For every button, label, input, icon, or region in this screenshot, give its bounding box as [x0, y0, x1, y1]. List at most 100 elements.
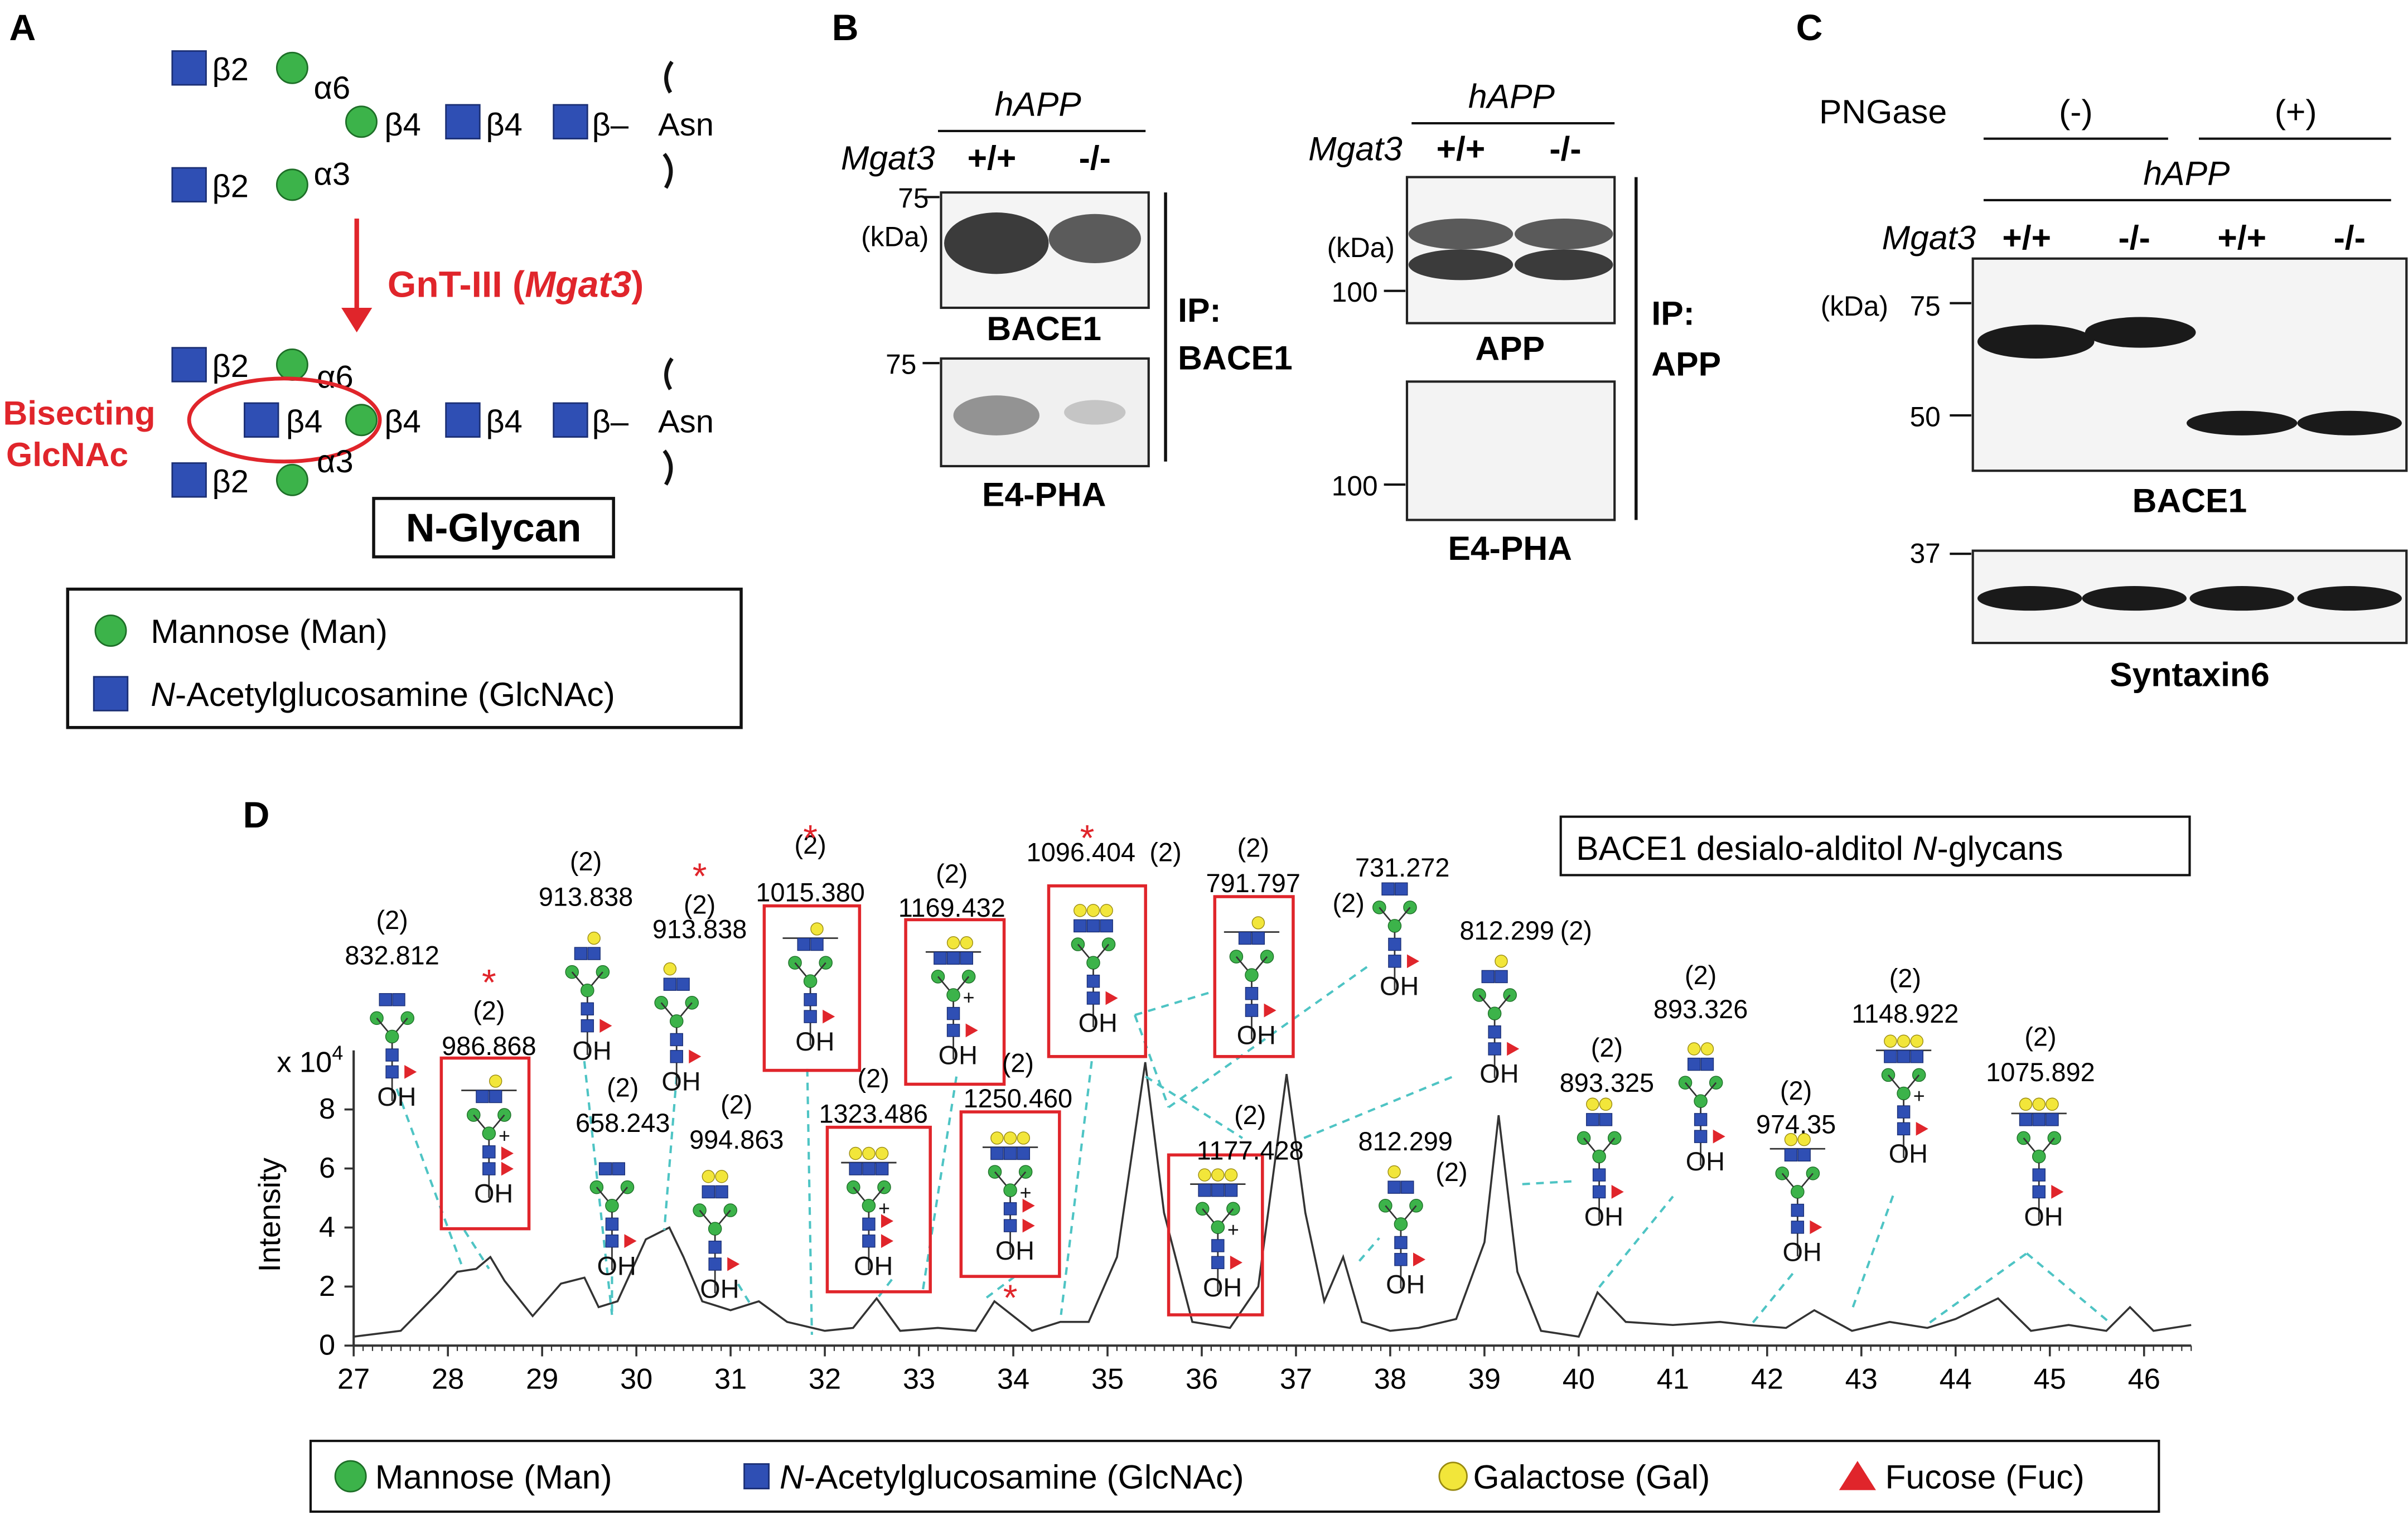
oh-label: OH: [795, 1027, 834, 1056]
band: [2186, 410, 2298, 435]
oh-label: OH: [597, 1251, 636, 1280]
link-label: β4: [384, 107, 421, 143]
charge-label: (2): [376, 906, 408, 935]
glcnac-icon: [804, 993, 817, 1006]
fucose-icon: [1810, 1220, 1822, 1235]
ip-label: APP: [1651, 345, 1721, 383]
charge-label: (2): [1237, 833, 1269, 862]
galactose-icon: [1586, 1097, 1599, 1111]
glcnac-icon: [1495, 970, 1508, 984]
glcnac-square-icon: [171, 347, 207, 383]
fucose-icon: [1022, 1218, 1035, 1233]
fucose-icon: [689, 1049, 702, 1064]
legend-label: Fucose (Fuc): [1885, 1458, 2085, 1496]
oh-label: OH: [572, 1036, 611, 1065]
glcnac-icon: [385, 1065, 399, 1079]
glcnac-icon: [708, 1240, 722, 1254]
mannose-circle-icon: [345, 105, 378, 138]
fucose-icon: [727, 1257, 740, 1271]
mw-marker: 37: [1910, 538, 1941, 569]
charge-label: (2): [1685, 961, 1716, 990]
fucose-icon: [1713, 1129, 1725, 1144]
significance-star: *: [482, 962, 496, 1004]
oh-label: OH: [1079, 1009, 1118, 1038]
glcnac-icon: [1694, 1113, 1708, 1126]
y-axis-label: Intensity: [252, 1158, 287, 1272]
mz-label: 812.299: [1460, 916, 1554, 945]
mannose-icon: [669, 1014, 684, 1028]
mz-label: 893.326: [1653, 995, 1748, 1024]
glcnac-icon: [1074, 919, 1087, 933]
peak-label-7: (2)1015.380*: [756, 817, 864, 907]
blot-label: APP: [1475, 330, 1545, 367]
charge-label: (2): [607, 1073, 639, 1102]
glcnac-icon: [1394, 1253, 1408, 1266]
peak-label-12: (2)791.797: [1206, 833, 1300, 897]
band: [2297, 410, 2402, 435]
charge-label: (2): [936, 859, 968, 888]
glcnac-icon: [1592, 1168, 1606, 1182]
link-label: α3: [313, 156, 350, 192]
band: [2297, 586, 2402, 611]
glcnac-icon: [581, 1019, 594, 1033]
glcnac-icon: [1910, 1050, 1924, 1063]
pngase-plus: (+): [2275, 93, 2317, 130]
galactose-icon: [1198, 1168, 1211, 1182]
glcnac-square-icon: [445, 104, 481, 140]
galactose-icon: [1897, 1034, 1911, 1048]
glcnac-icon: [2032, 1185, 2046, 1199]
fucose-icon: [1264, 1003, 1276, 1018]
x-tick-label: 38: [1374, 1363, 1406, 1395]
oh-label: OH: [1386, 1270, 1425, 1299]
band: [1514, 219, 1613, 250]
chart-title-box: [1559, 815, 2191, 877]
mz-label: 913.838: [652, 914, 747, 943]
glcnac-icon: [1003, 1202, 1017, 1216]
mannose-icon: [1394, 1217, 1408, 1231]
glcnac-icon: [2032, 1168, 2046, 1182]
charge-label: (2): [1889, 964, 1921, 993]
glcnac-icon: [1586, 1113, 1599, 1126]
glcnac-icon: [946, 1024, 960, 1037]
link-label: β4: [486, 107, 523, 143]
legend-label: N-Acetylglucosamine (GlcNAc): [151, 675, 615, 713]
charge-label: (2): [570, 847, 602, 876]
link-label: α3: [317, 444, 354, 480]
mannose-icon: [482, 1126, 496, 1140]
mannose-circle-icon: [275, 463, 308, 496]
glcnac-icon: [946, 1006, 960, 1020]
galactose-icon: [1884, 1034, 1897, 1048]
glcnac-icon: [1211, 1183, 1225, 1197]
highlight-boxes: [439, 884, 1295, 1316]
legend-label: Mannose (Man): [375, 1458, 612, 1496]
glcnac-icon: [489, 1090, 502, 1103]
peak-label-19: (2)974.35: [1756, 1076, 1836, 1139]
x-tick-label: 27: [337, 1363, 370, 1395]
glcnac-icon: [1481, 970, 1495, 984]
glcnac-icon: [960, 951, 973, 965]
fucose-icon: [881, 1234, 894, 1248]
glcnac-icon: [2046, 1113, 2059, 1126]
blot-app: [1405, 176, 1616, 325]
peak-label-9: (2)1169.432: [898, 859, 1005, 922]
fucose-icon: [1406, 954, 1420, 969]
charge-label: (2): [2024, 1023, 2056, 1052]
panel-c-letter: C: [1796, 7, 1823, 49]
glcnac-icon: [1017, 1146, 1031, 1160]
galactose-icon: [489, 1074, 502, 1088]
galactose-icon: [862, 1146, 876, 1160]
galactose-icon: [2046, 1097, 2059, 1111]
significance-star: *: [1080, 817, 1095, 859]
fucose-icon: [1413, 1252, 1426, 1267]
legend-label: Mannose (Man): [151, 612, 388, 650]
happ-label: hAPP: [995, 85, 1082, 123]
pngase-label: PNGase: [1819, 93, 1947, 130]
glcnac-icon: [1245, 987, 1259, 1000]
glcnac-icon: [581, 1002, 594, 1016]
ip-label: IP:: [1178, 291, 1221, 329]
oh-label: OH: [995, 1236, 1034, 1265]
blot-label: Syntaxin6: [2110, 655, 2270, 693]
plus-label: +: [963, 986, 975, 1009]
happ-label: hAPP: [2143, 154, 2230, 192]
